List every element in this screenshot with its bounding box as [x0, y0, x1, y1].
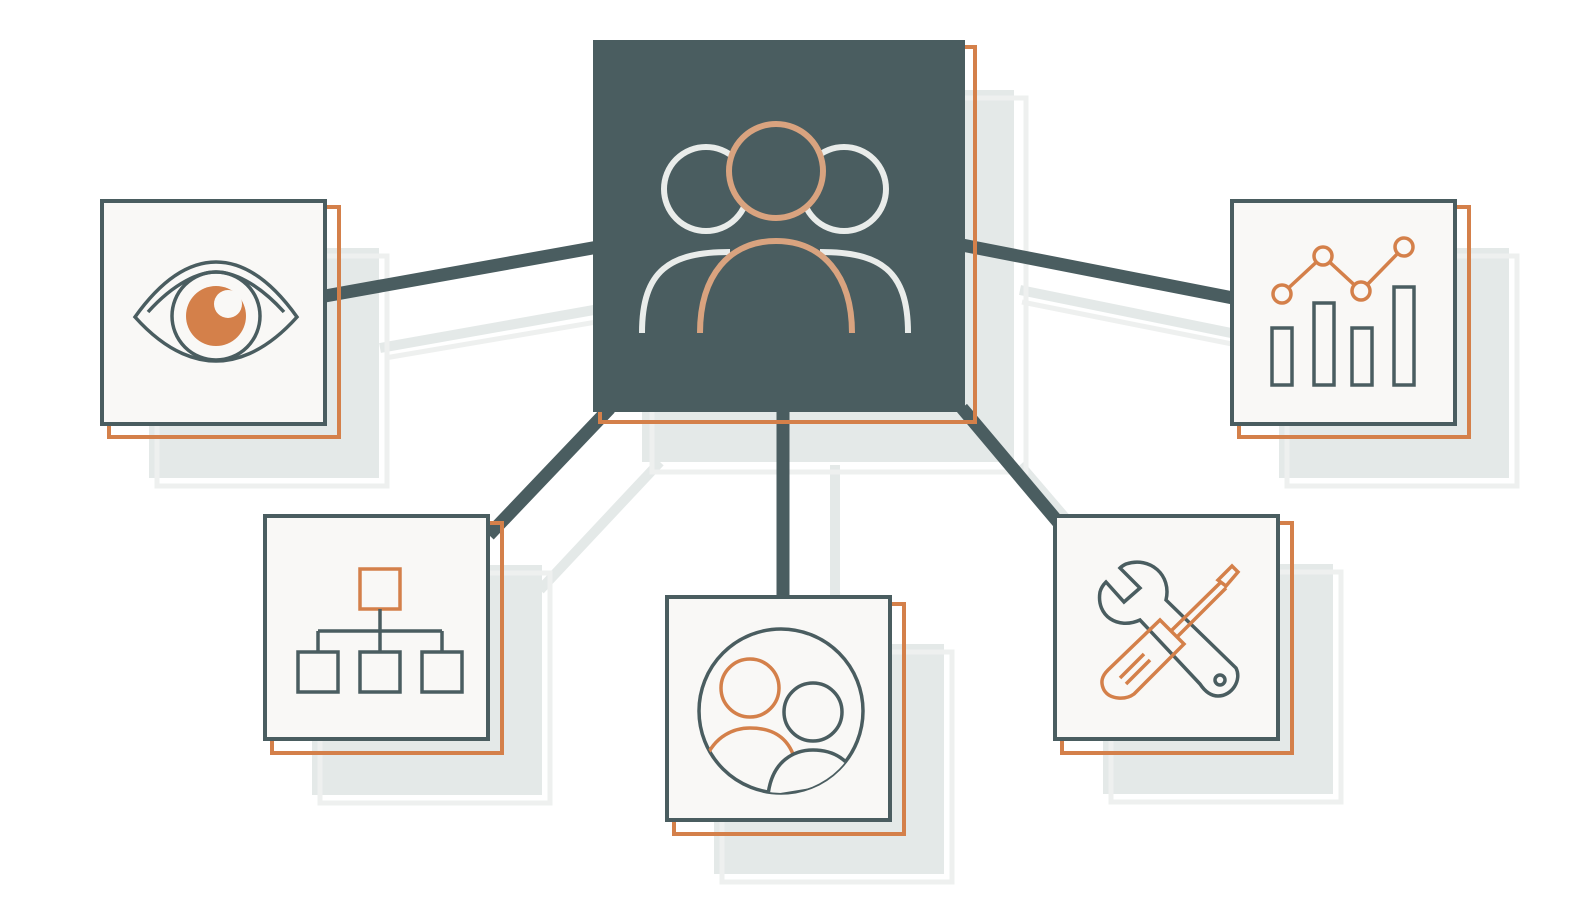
- node-people[interactable]: [665, 595, 906, 836]
- team-icon: [639, 121, 911, 334]
- node-structure[interactable]: [263, 514, 504, 755]
- connector-structure: [484, 403, 615, 540]
- connector-analytics: [960, 238, 1235, 305]
- connector-tools: [957, 403, 1063, 527]
- connectors: [323, 238, 1235, 598]
- connector-visibility: [323, 240, 600, 303]
- node-visibility[interactable]: [100, 199, 341, 439]
- center-node[interactable]: [593, 40, 977, 424]
- line-bar-chart-icon: [1270, 236, 1416, 387]
- node-analytics[interactable]: [1230, 199, 1471, 439]
- wrench-screwdriver-icon: [1097, 560, 1241, 700]
- org-chart-icon: [296, 567, 464, 694]
- eye-icon: [132, 260, 300, 363]
- node-tools[interactable]: [1053, 514, 1294, 755]
